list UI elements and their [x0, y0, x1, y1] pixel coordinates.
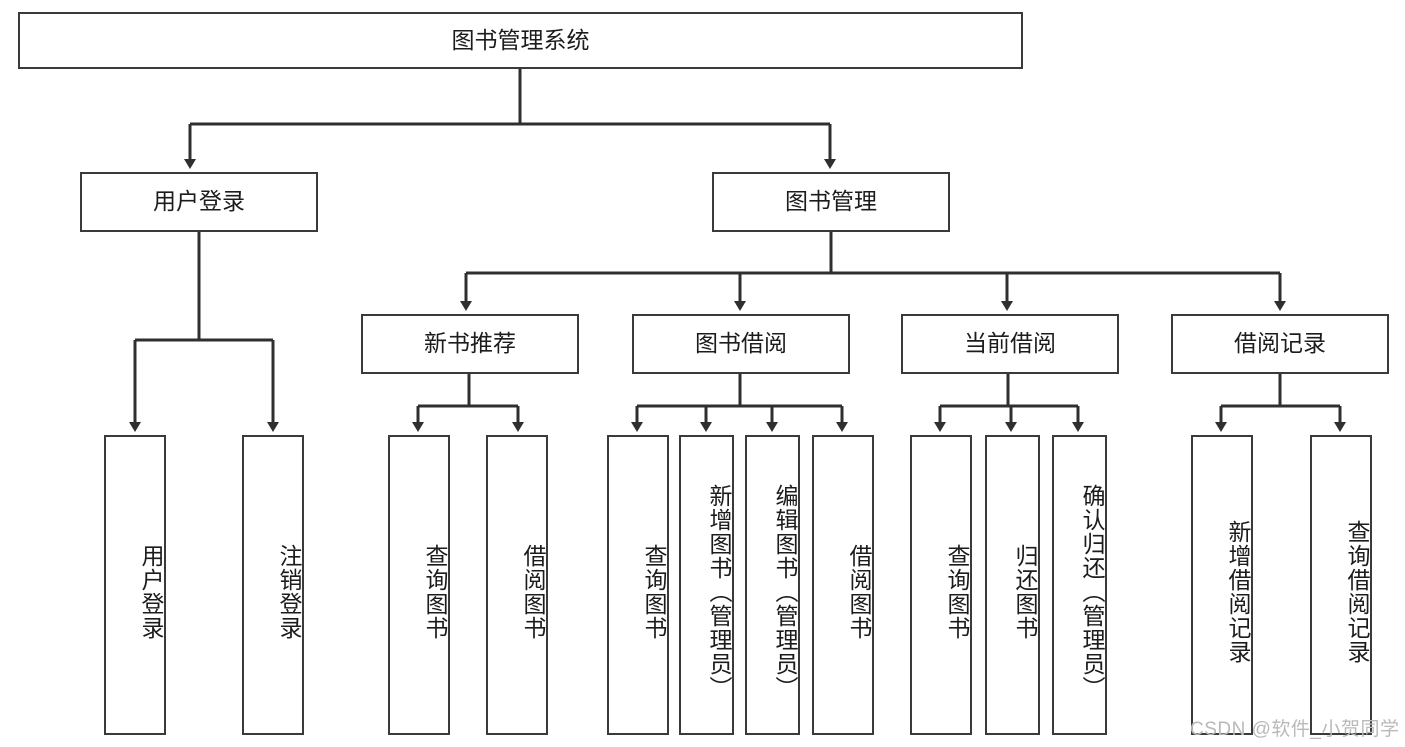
node-new-book-recommend[interactable]: 新书推荐 [361, 314, 579, 374]
connector-group-current [934, 374, 1084, 432]
node-label: 编辑图书（管理员） [772, 484, 798, 700]
leaf-return-book[interactable]: 归还图书 [985, 435, 1040, 735]
node-label: 用户登录 [138, 544, 164, 640]
node-root-system[interactable]: 图书管理系统 [18, 12, 1023, 69]
csdn-watermark: CSDN @软件_小贺同学 [1190, 719, 1400, 740]
node-label: 新增图书（管理员） [706, 484, 732, 700]
node-label: 归还图书 [1012, 544, 1038, 640]
connector-group-records [1215, 374, 1346, 432]
node-label: 查询图书 [641, 544, 667, 640]
leaf-borrow-book-recommend[interactable]: 借阅图书 [486, 435, 548, 735]
leaf-query-book-current[interactable]: 查询图书 [910, 435, 972, 735]
leaf-add-borrow-record[interactable]: 新增借阅记录 [1191, 435, 1253, 735]
node-label: 借阅图书 [520, 544, 546, 640]
node-current-borrow[interactable]: 当前借阅 [901, 314, 1119, 374]
node-label: 确认归还（管理员） [1079, 484, 1105, 700]
node-label: 新书推荐 [424, 330, 516, 357]
node-book-management[interactable]: 图书管理 [712, 172, 950, 232]
node-label: 图书管理 [785, 188, 877, 215]
leaf-confirm-return-admin[interactable]: 确认归还（管理员） [1052, 435, 1107, 735]
node-book-borrow[interactable]: 图书借阅 [632, 314, 850, 374]
leaf-query-borrow-record[interactable]: 查询借阅记录 [1310, 435, 1372, 735]
node-borrow-records[interactable]: 借阅记录 [1171, 314, 1389, 374]
leaf-edit-book-admin[interactable]: 编辑图书（管理员） [745, 435, 800, 735]
leaf-lend-book[interactable]: 借阅图书 [812, 435, 874, 735]
leaf-query-book-recommend[interactable]: 查询图书 [388, 435, 450, 735]
leaf-user-login[interactable]: 用户登录 [104, 435, 166, 735]
leaf-query-book-borrow[interactable]: 查询图书 [607, 435, 669, 735]
connector-group-book-mgmt [460, 232, 1286, 311]
node-label: 查询图书 [944, 544, 970, 640]
node-label: 用户登录 [153, 188, 245, 215]
node-label: 查询图书 [422, 544, 448, 640]
node-label: 注销登录 [276, 544, 302, 640]
node-user-login[interactable]: 用户登录 [80, 172, 318, 232]
leaf-user-logout[interactable]: 注销登录 [242, 435, 304, 735]
connector-group-root [184, 69, 836, 169]
node-label: 借阅记录 [1234, 330, 1326, 357]
node-label: 图书借阅 [695, 330, 787, 357]
node-label: 新增借阅记录 [1225, 520, 1251, 664]
node-label: 当前借阅 [964, 330, 1056, 357]
node-label: 查询借阅记录 [1344, 520, 1370, 664]
node-label: 图书管理系统 [451, 26, 590, 53]
node-label: 借阅图书 [846, 544, 872, 640]
connector-group-user-login [129, 232, 279, 432]
connector-group-newbook [412, 374, 524, 432]
connector-group-borrow [631, 374, 848, 432]
leaf-add-book-admin[interactable]: 新增图书（管理员） [679, 435, 734, 735]
